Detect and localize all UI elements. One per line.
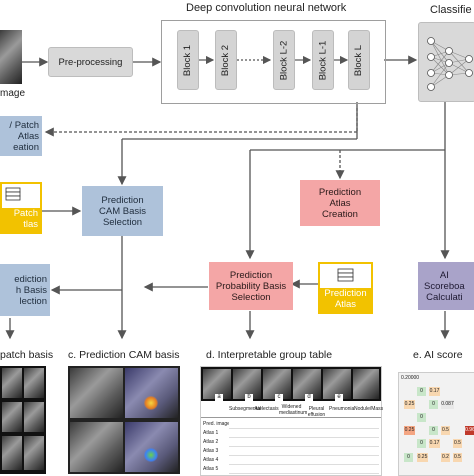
- ai-scoreboard-calculation-box: AI Scoreboa Calculati: [418, 262, 474, 310]
- prediction-probability-basis-selection-box: Prediction Probability Basis Selection: [209, 262, 293, 310]
- patch-atlas-creation-line-3: eation: [13, 141, 39, 153]
- table-row: Atlas 5: [203, 466, 219, 472]
- input-label: mage: [0, 88, 26, 99]
- table-row: Atlas 1: [203, 430, 219, 436]
- table-image-strip: a b c d e: [201, 367, 381, 401]
- atlas-creation-line-2: Atlas: [329, 197, 351, 209]
- preprocessing-box: Pre-processing: [48, 47, 133, 77]
- table-row: Atlas 4: [203, 457, 219, 463]
- caption-b: patch basis: [0, 349, 54, 361]
- atlas-creation-line-3: Creation: [322, 208, 358, 220]
- neural-net-icon: [427, 37, 473, 91]
- cnn-title: Deep convolution neural network: [186, 2, 347, 14]
- patch-atlas-creation-box: / Patch Atlas eation: [0, 116, 42, 156]
- caption-c: c. Prediction CAM basis: [68, 349, 180, 361]
- prediction-atlas-frame: Prediction Atlas: [318, 262, 373, 314]
- scoreboard-header: 0.20000: [401, 375, 420, 381]
- prediction-atlas-label: Prediction Atlas: [320, 288, 371, 312]
- cam-basis-grid: [68, 366, 180, 474]
- caption-e: e. AI score: [413, 349, 463, 361]
- patch-atlas-frame: Patch tlas: [0, 182, 42, 234]
- patch-atlas-label: Patch tlas: [2, 208, 40, 232]
- table-header-row: Subsegmental Atelectasis Widened mediast…: [201, 403, 383, 418]
- classifier-box: [418, 22, 474, 102]
- stack-icon: [337, 268, 354, 282]
- ai-scoreboard: 0.20000 0 0.17 0.25 0 0.087 0 0.25 0 0.5…: [398, 372, 474, 476]
- block-l-1: Block L-1: [312, 30, 334, 90]
- interpretable-group-table: a b c d e Subsegmental Atelectasis Widen…: [200, 366, 383, 476]
- cam-selection-line-2: CAM Basis: [99, 205, 146, 217]
- patch-basis-selection-box: ediction h Basis lection: [0, 264, 50, 316]
- preprocessing-label: Pre-processing: [58, 56, 123, 68]
- prediction-cam-basis-selection-box: Prediction CAM Basis Selection: [82, 186, 163, 236]
- block-1: Block 1: [177, 30, 199, 90]
- patch-atlas-creation-line-2: Atlas: [17, 130, 39, 142]
- atlas-creation-line-1: Prediction: [318, 186, 362, 198]
- table-row: Atlas 2: [203, 439, 219, 445]
- cnn-container: [161, 20, 386, 104]
- block-2: Block 2: [215, 30, 237, 90]
- classifier-title: Classifie: [430, 4, 472, 16]
- table-body-grid: [229, 420, 379, 474]
- cam-selection-line-1: Prediction: [101, 194, 144, 206]
- cam-selection-line-3: Selection: [102, 216, 143, 228]
- patch-basis-grid: [0, 366, 46, 474]
- patch-atlas-creation-line-1: / Patch: [9, 119, 39, 131]
- block-l: Block L: [348, 30, 370, 90]
- scoreboard-highlight-cell: 0.96: [465, 426, 474, 435]
- input-xray-image: [0, 30, 22, 84]
- table-row: Atlas 3: [203, 448, 219, 454]
- stack-icon: [5, 187, 21, 201]
- prediction-atlas-creation-box: Prediction Atlas Creation: [300, 180, 380, 226]
- table-row: Pred. image: [203, 421, 230, 427]
- caption-d: d. Interpretable group table: [206, 349, 333, 361]
- block-l-2: Block L-2: [273, 30, 295, 90]
